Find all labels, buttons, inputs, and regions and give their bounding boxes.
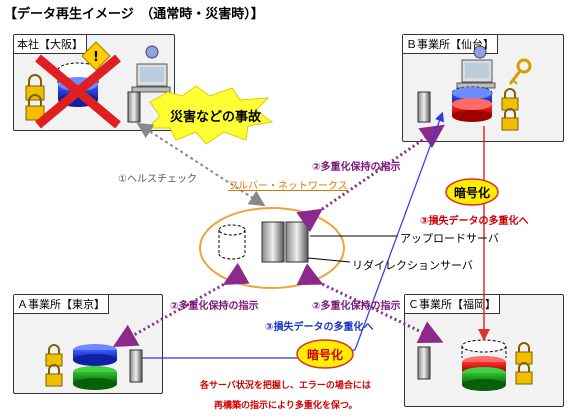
computer-icon	[131, 45, 171, 93]
lock-icon	[501, 88, 519, 111]
network-ellipse	[199, 207, 345, 289]
lock-icon	[45, 364, 63, 387]
lock-icon	[45, 344, 63, 367]
redirection-server-leader	[307, 257, 351, 263]
lock-icon	[25, 74, 45, 101]
encryption-badge-b	[445, 178, 499, 206]
lost-data-label-b: ③損失データの多重化へ	[420, 216, 529, 227]
key-icon	[508, 58, 532, 85]
health-check-arrow	[136, 122, 266, 207]
warning-icon: !	[81, 41, 111, 71]
upload-server-label: アップロードサーバ	[400, 232, 499, 245]
multiplex-arrow-c	[296, 263, 444, 343]
database-icon	[461, 339, 507, 391]
lock-icon	[25, 94, 45, 121]
site-honsha-label: 本社【大阪】	[14, 35, 87, 54]
health-check-label: ①ヘルスチェック	[118, 174, 197, 185]
blue-arrow-to-b	[354, 111, 445, 351]
server-icon	[417, 346, 431, 380]
redirection-server-label: リダイレクションサーバ	[352, 259, 473, 272]
lost-data-label-a: ③損失データの多重化へ	[265, 322, 374, 333]
database-icon	[451, 86, 493, 122]
encryption-label-a: 暗号化	[306, 348, 343, 362]
database-icon	[218, 224, 246, 260]
server-icon	[261, 221, 309, 263]
disaster-label: 災害などの事故	[170, 110, 262, 125]
lock-icon	[501, 108, 519, 131]
encryption-badge-a	[296, 339, 354, 369]
server-icon	[129, 349, 143, 383]
encryption-label-b: 暗号化	[453, 186, 490, 200]
disaster-cross-icon	[35, 54, 121, 129]
multiplex-arrow-a	[112, 262, 250, 347]
multiplex-label-c: ②多重化保持の指示	[312, 301, 401, 312]
database-icon	[73, 344, 117, 390]
bottom-note-line-1: 各サーバ状況を把握し、エラーの場合には	[200, 381, 371, 391]
site-a-label: Ａ事業所【東京】	[14, 295, 109, 314]
svg-text:!: !	[93, 50, 99, 65]
server-icon	[417, 91, 431, 123]
lock-icon	[515, 342, 533, 365]
full-network-label: フルバー・ネットワークス	[228, 181, 348, 192]
server-icon	[127, 91, 141, 123]
computer-icon	[456, 45, 496, 89]
multiplex-label-b: ②多重化保持の指示	[312, 162, 401, 173]
page-title: 【データ再生イメージ （通常時・災害時）】	[4, 7, 264, 22]
lock-icon	[515, 362, 533, 385]
multiplex-label-a: ②多重化保持の指示	[170, 301, 259, 312]
bottom-note-line-2: 再構築の指示により多重化を保つ。	[214, 401, 358, 411]
